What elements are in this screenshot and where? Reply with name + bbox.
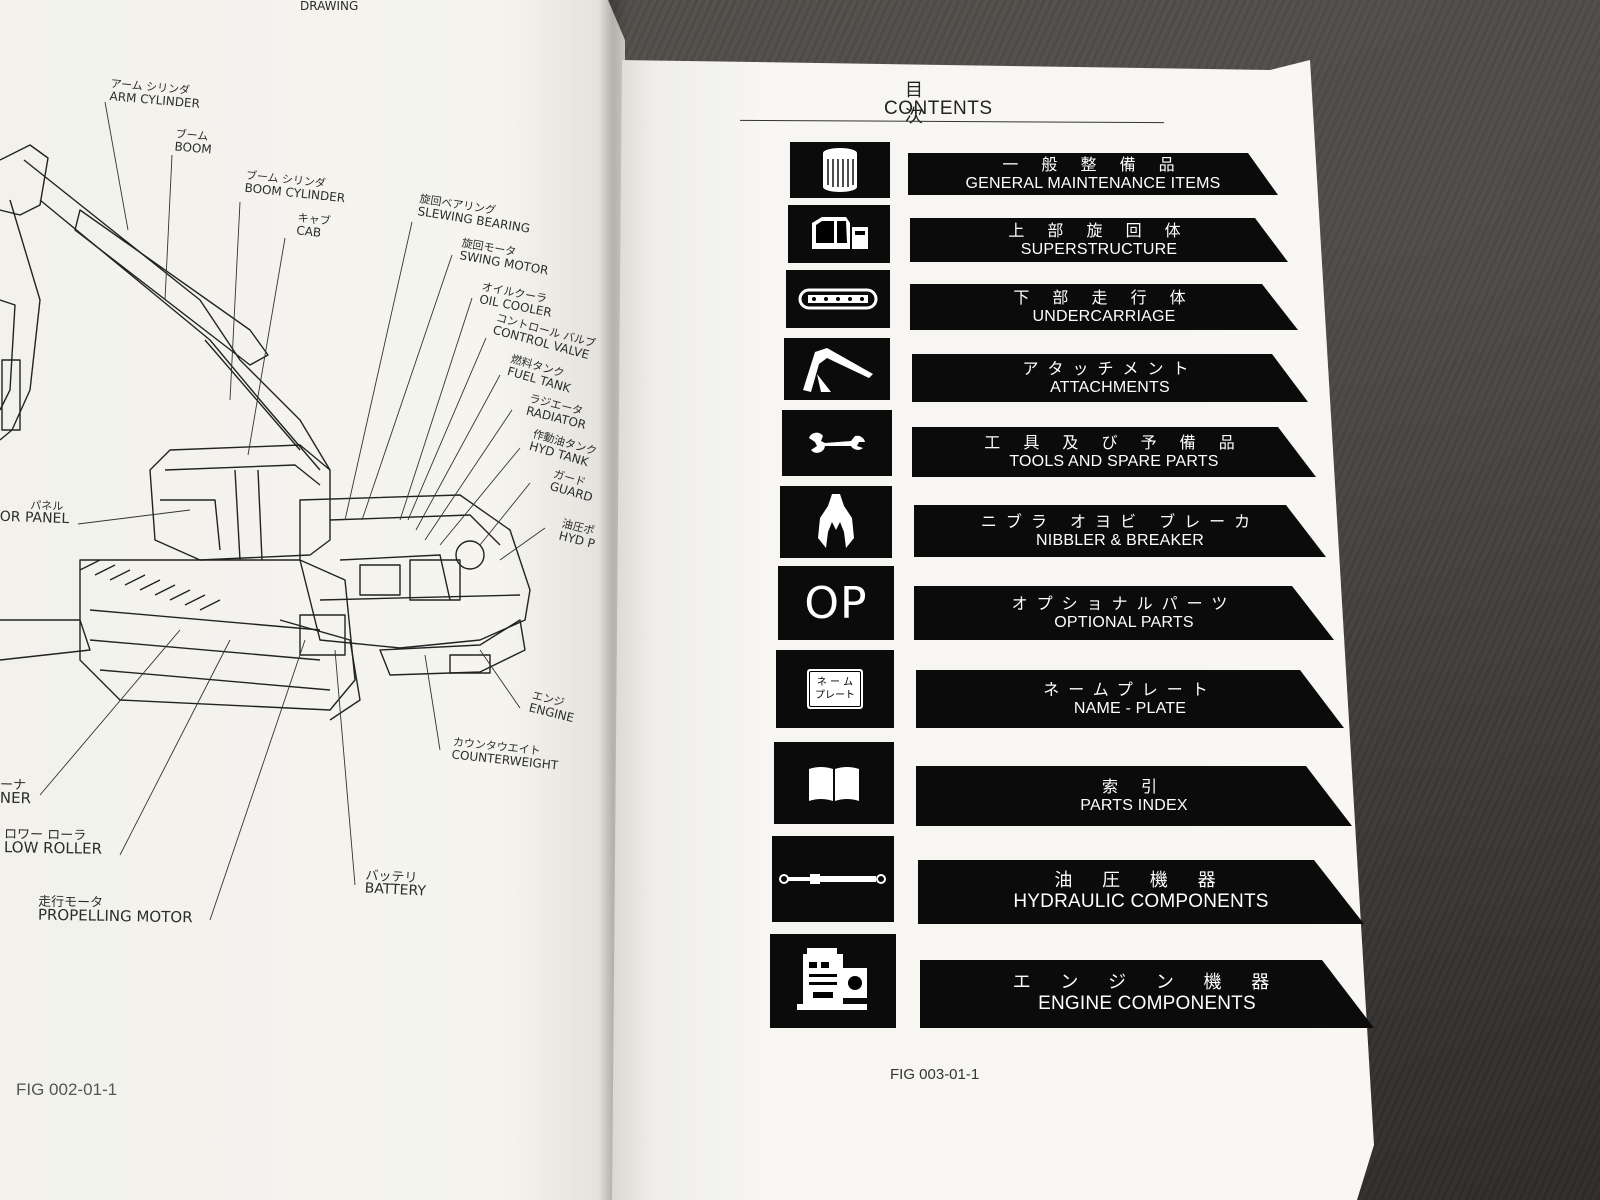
wrench-icon	[809, 432, 865, 453]
nibbler-icon	[818, 494, 854, 548]
contents-title-en: CONTENTS	[884, 98, 993, 119]
toc-icon-box-tools	[782, 410, 892, 476]
toc-icon-box-hydraulic	[772, 836, 894, 922]
toc-item-undercarriage[interactable]: 下 部 走 行 体 UNDERCARRIAGE	[910, 284, 1298, 330]
left-page	[0, 0, 625, 1200]
toc-icon-box-nibbler	[780, 486, 892, 558]
toc-item-general-maintenance[interactable]: 一 般 整 備 品 GENERAL MAINTENANCE ITEMS	[908, 153, 1278, 195]
toc-icon-box-name-plate: ネ ー ム プレート	[776, 650, 894, 728]
op-icon: OP	[804, 577, 868, 629]
figure-label-left: FIG 002-01-1	[16, 1080, 118, 1099]
toc-item-attachments[interactable]: アタッチメント ATTACHMENTS	[912, 354, 1308, 402]
toc-item-superstructure[interactable]: 上 部 旋 回 体 SUPERSTRUCTURE	[910, 218, 1288, 262]
cylinder-icon	[779, 874, 886, 884]
excavator-drawing	[0, 101, 546, 921]
toc-icon-box-index	[774, 742, 894, 824]
toc-icon-box-general	[790, 142, 890, 198]
engine-icon	[797, 948, 867, 1010]
toc-icon-box-optional: OP	[778, 566, 894, 640]
toc-item-optional-parts[interactable]: オプショナルパーツ OPTIONAL PARTS	[914, 586, 1334, 640]
cab-icon	[812, 217, 868, 249]
boom-arm-icon	[803, 348, 873, 392]
toc-icon-box-undercarriage	[786, 270, 890, 328]
figure-label-right: FIG 003-01-1	[890, 1066, 980, 1083]
filter-icon	[823, 148, 857, 192]
track-icon	[798, 288, 878, 310]
drawing-header-fragment: DRAWING	[300, 0, 359, 13]
toc-item-engine-components[interactable]: エ ン ジ ン 機 器 ENGINE COMPONENTS	[920, 960, 1374, 1028]
toc-icon-box-superstructure	[788, 205, 890, 263]
toc-item-tools-and-spare-parts[interactable]: 工 具 及 び 予 備 品 TOOLS AND SPARE PARTS	[912, 427, 1316, 477]
name-plate-icon-line-2: プレート	[815, 690, 855, 701]
book-icon	[809, 767, 859, 801]
track-frame-outline	[79, 559, 356, 711]
toc-item-nibbler-and-breaker[interactable]: ニブラ オヨビ ブレーカ NIBBLER & BREAKER	[914, 505, 1326, 557]
toc-item-name-plate[interactable]: ネームプレート NAME - PLATE	[916, 670, 1344, 728]
name-plate-icon-line-1: ネ ー ム	[816, 677, 854, 688]
arm-outline	[0, 144, 49, 216]
cab-outline	[149, 444, 331, 561]
upper-structure-outline	[299, 494, 531, 649]
toc-icon-box-attachments	[784, 338, 890, 400]
toc-item-hydraulic-components[interactable]: 油 圧 機 器 HYDRAULIC COMPONENTS	[918, 860, 1364, 924]
name-plate-icon: ネ ー ム プレート	[807, 669, 863, 709]
toc-icon-box-engine	[770, 934, 896, 1028]
toc-item-parts-index[interactable]: 索 引 PARTS INDEX	[916, 766, 1352, 826]
